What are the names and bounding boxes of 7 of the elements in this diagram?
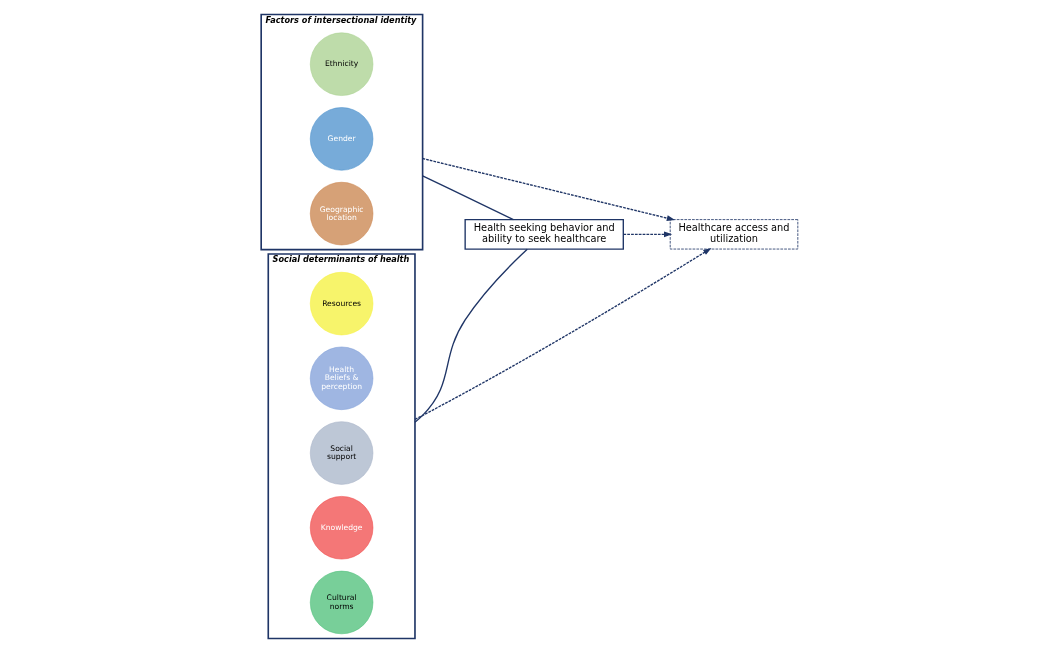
node-box: Health seeking behavior and ability to seek healthcare xyxy=(464,218,624,250)
arrow xyxy=(622,231,673,238)
arrow xyxy=(414,248,712,420)
connector xyxy=(414,248,528,423)
connector xyxy=(421,175,515,221)
arrow xyxy=(421,157,675,221)
node-box: Healthcare access and utilization xyxy=(669,219,799,250)
